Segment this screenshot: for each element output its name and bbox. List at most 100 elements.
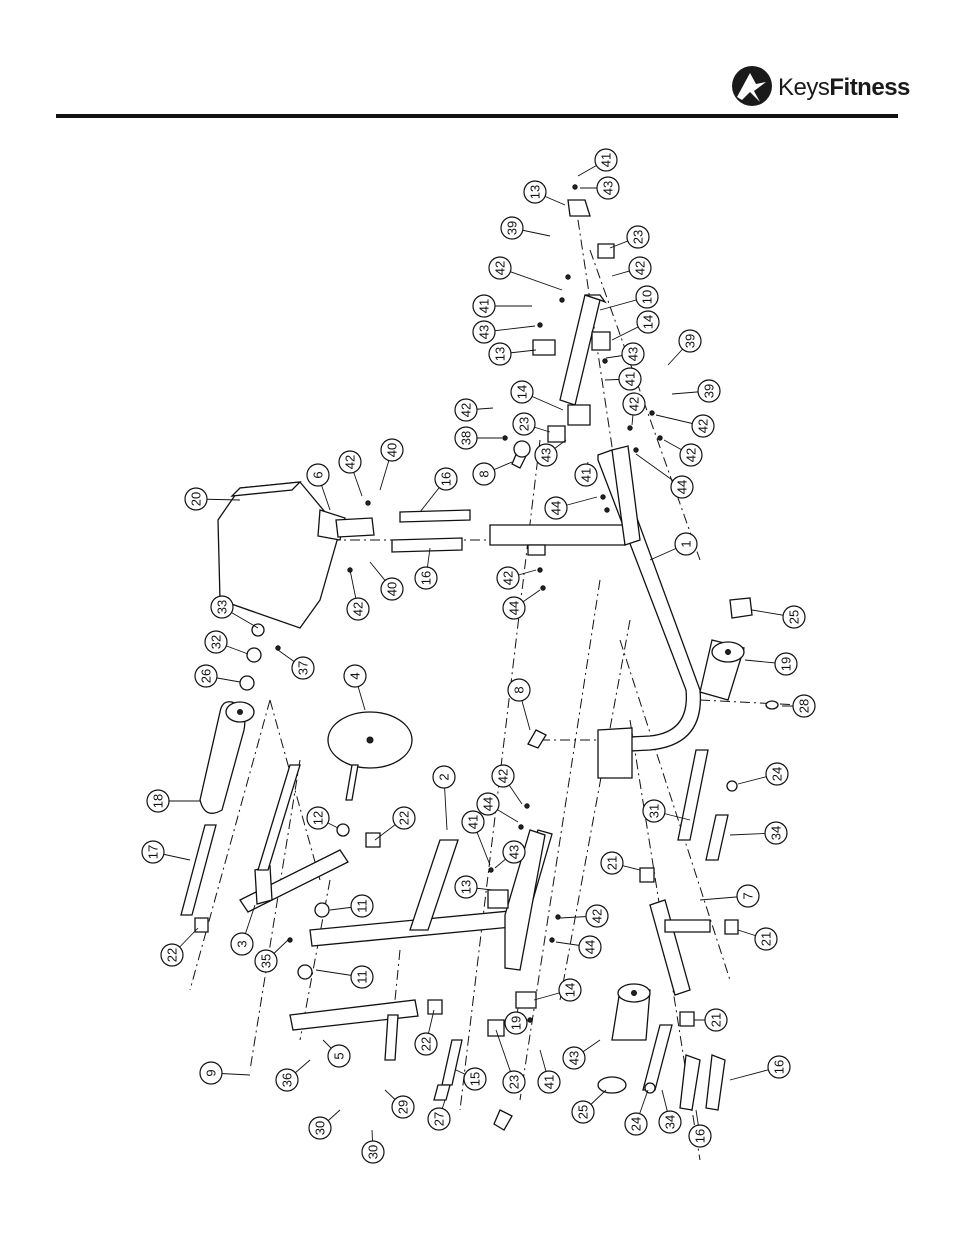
callout-number: 40 [385,582,400,596]
callout-15: 15 [456,1068,486,1090]
callout-43: 43 [606,343,644,365]
callout-number: 41 [477,299,492,313]
callout-42: 42 [347,570,369,620]
slide-rails-top [336,510,470,552]
callout-3: 3 [231,905,255,955]
callout-number: 41 [579,468,594,482]
callout-number: 33 [215,600,230,614]
callout-number: 41 [466,815,481,829]
callout-number: 9 [204,1069,219,1076]
callout-number: 44 [481,797,496,811]
callout-number: 22 [165,948,180,962]
callout-16: 16 [730,1056,790,1080]
callout-42: 42 [497,567,536,589]
callout-42: 42 [623,393,645,425]
callout-23: 23 [610,226,649,248]
callout-43: 43 [580,177,619,199]
callout-number: 22 [397,811,412,825]
callout-number: 16 [693,1129,708,1143]
callout-number: 24 [770,767,785,781]
callout-17: 17 [142,841,190,863]
callout-21: 21 [694,1009,727,1031]
callout-number: 13 [493,347,508,361]
callout-number: 26 [199,669,214,683]
callout-30: 30 [362,1130,384,1163]
callout-number: 28 [797,699,812,713]
lower-arm [290,1000,418,1060]
callout-5: 5 [323,1040,350,1067]
callout-25: 25 [572,1090,606,1123]
callout-40: 40 [380,439,403,490]
callout-number: 16 [439,472,454,486]
callout-number: 16 [419,571,434,585]
callout-number: 18 [151,794,166,808]
callout-13: 13 [455,876,492,898]
callout-32: 32 [205,631,248,654]
callout-number: 42 [459,403,474,417]
callout-number: 43 [477,325,492,339]
callout-number: 23 [517,417,532,431]
callout-19: 19 [505,1008,527,1034]
callout-number: 25 [787,610,802,624]
callout-number: 10 [640,290,655,304]
callout-number: 21 [605,856,620,870]
callout-number: 43 [539,448,554,462]
front-bar [650,900,710,995]
adjustment-disc [328,712,412,800]
callout-number: 20 [189,492,204,506]
callout-number: 41 [599,153,614,167]
callout-number: 42 [684,448,699,462]
callout-number: 41 [542,1075,557,1089]
callout-number: 42 [493,261,508,275]
callout-23: 23 [496,1030,525,1093]
callout-36: 36 [276,1060,310,1091]
leg-arm [240,765,348,912]
callout-43: 43 [473,321,535,343]
callout-number: 7 [741,892,756,899]
callout-number: 21 [759,932,774,946]
callout-number: 43 [626,347,641,361]
callout-number: 11 [355,899,370,913]
callout-23: 23 [513,413,550,435]
callout-number: 8 [477,470,492,477]
callout-number: 2 [437,773,452,780]
callout-41: 41 [575,462,597,486]
callout-21: 21 [601,852,640,874]
callout-27: 27 [428,1100,450,1130]
callout-8: 8 [508,679,530,730]
callout-30: 30 [309,1110,340,1139]
callout-number: 42 [627,397,642,411]
callout-number: 16 [772,1060,787,1074]
callout-number: 4 [348,672,363,679]
callout-number: 11 [355,970,370,984]
callout-number: 5 [332,1052,347,1059]
callout-1: 1 [650,533,697,560]
callout-number: 42 [343,455,358,469]
callout-number: 44 [675,480,690,494]
callout-number: 27 [432,1112,447,1126]
callout-number: 19 [779,657,794,671]
callout-number: 30 [313,1121,328,1135]
callout-42: 42 [656,415,714,437]
callout-14: 14 [612,311,659,340]
callout-42: 42 [489,257,562,290]
callout-11: 11 [330,895,373,917]
callout-19: 19 [745,653,797,675]
callout-number: 37 [296,661,311,675]
callout-number: 14 [515,385,530,399]
callout-number: 42 [633,261,648,275]
roller-pads [200,640,744,1040]
callout-number: 44 [549,501,564,515]
callout-24: 24 [738,763,788,785]
callout-number: 39 [702,384,717,398]
callout-number: 23 [507,1075,522,1089]
callout-28: 28 [782,695,815,717]
callout-42: 42 [664,440,702,466]
callout-number: 23 [631,230,646,244]
callout-39: 39 [501,217,550,239]
callout-34: 34 [730,822,787,844]
callout-16: 16 [420,468,457,512]
callout-number: 13 [459,880,474,894]
callout-34: 34 [659,1090,681,1133]
callout-number: 42 [501,571,516,585]
